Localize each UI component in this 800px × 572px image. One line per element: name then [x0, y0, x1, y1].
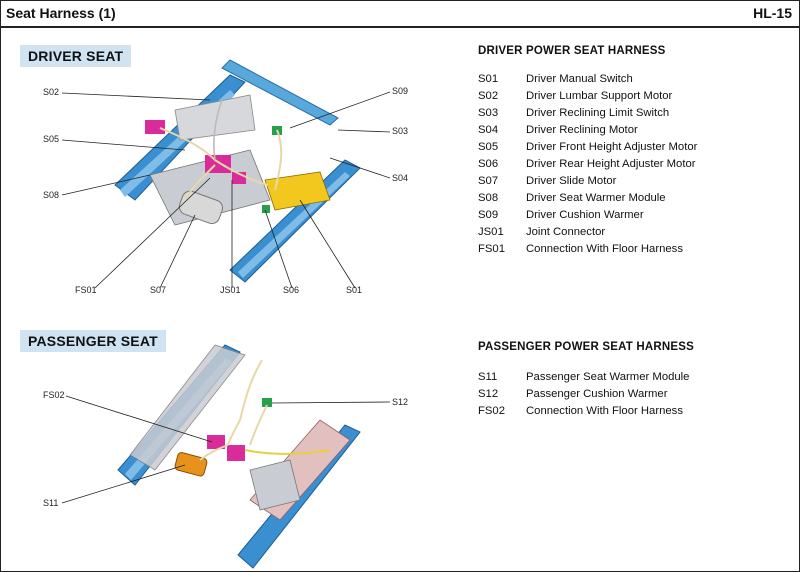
legend-desc: Driver Cushion Warmer	[526, 209, 644, 221]
legend-code: S11	[478, 371, 498, 383]
passenger-callout-lines	[61, 395, 391, 504]
legend-desc: Passenger Seat Warmer Module	[526, 371, 690, 383]
legend-code: FS02	[478, 405, 506, 417]
legend-code: S07	[478, 175, 499, 187]
legend-row: S09 Driver Cushion Warmer	[478, 207, 697, 224]
callout-fs01: FS01	[75, 285, 97, 295]
callout-s06: S06	[283, 285, 300, 295]
legend-code: S06	[478, 158, 499, 170]
legend-desc: Driver Reclining Limit Switch	[526, 107, 670, 119]
legend-desc: Driver Front Height Adjuster Motor	[526, 141, 698, 153]
legend-desc: Joint Connector	[526, 226, 606, 238]
legend-desc: Connection With Floor Harness	[526, 243, 683, 255]
legend-row: S07 Driver Slide Motor	[478, 173, 697, 190]
legend-row: FS01 Connection With Floor Harness	[478, 241, 697, 258]
callout-s03: S03	[392, 126, 409, 136]
passenger-seat-label: PASSENGER SEAT	[20, 330, 166, 352]
callout-js01: JS01	[220, 285, 241, 295]
legend-desc: Driver Lumbar Support Motor	[526, 90, 673, 102]
legend-code: FS01	[478, 243, 506, 255]
legend-row: S02 Driver Lumbar Support Motor	[478, 88, 697, 105]
page-title: Seat Harness (1)	[6, 5, 116, 21]
legend-desc: Driver Slide Motor	[526, 175, 617, 187]
legend-code: S03	[478, 107, 499, 119]
legend-code: S12	[478, 388, 499, 400]
driver-harness-title: DRIVER POWER SEAT HARNESS	[478, 45, 666, 57]
callout-s11: S11	[43, 498, 59, 508]
legend-row: S05 Driver Front Height Adjuster Motor	[478, 139, 697, 156]
callout-s02: S02	[43, 87, 60, 97]
legend-code: S05	[478, 141, 499, 153]
legend-code: S09	[478, 209, 499, 221]
legend-row: S11 Passenger Seat Warmer Module	[478, 369, 689, 386]
callout-s01: S01	[346, 285, 363, 295]
legend-row: FS02 Connection With Floor Harness	[478, 403, 689, 420]
legend-desc: Driver Manual Switch	[526, 73, 633, 85]
legend-code: JS01	[478, 226, 504, 238]
driver-seat-label: DRIVER SEAT	[20, 45, 132, 67]
driver-callout-lines	[61, 91, 391, 289]
callout-s12: S12	[392, 397, 409, 407]
callout-s07: S07	[150, 285, 167, 295]
legend-desc: Driver Seat Warmer Module	[526, 192, 666, 204]
legend-desc: Connection With Floor Harness	[526, 405, 683, 417]
legend-code: S02	[478, 90, 499, 102]
legend-row: S08 Driver Seat Warmer Module	[478, 190, 697, 207]
callout-s08: S08	[43, 190, 60, 200]
legend-code: S08	[478, 192, 499, 204]
legend-desc: Driver Reclining Motor	[526, 124, 638, 136]
callout-s04: S04	[392, 173, 409, 183]
passenger-harness-title: PASSENGER POWER SEAT HARNESS	[478, 341, 695, 353]
passenger-seat-assembly	[117, 344, 361, 569]
legend-row: S01 Driver Manual Switch	[478, 71, 697, 88]
legend-row: S04 Driver Reclining Motor	[478, 122, 697, 139]
callout-s09: S09	[392, 86, 409, 96]
driver-seat-assembly	[114, 59, 361, 283]
legend-row: S12 Passenger Cushion Warmer	[478, 386, 689, 403]
legend-row: S06 Driver Rear Height Adjuster Motor	[478, 156, 697, 173]
legend-desc: Driver Rear Height Adjuster Motor	[526, 158, 696, 170]
page-header: Seat Harness (1) HL-15	[0, 0, 800, 28]
callout-s05: S05	[43, 134, 60, 144]
legend-code: S01	[478, 73, 499, 85]
legend-desc: Passenger Cushion Warmer	[526, 388, 668, 400]
callout-fs02: FS02	[43, 390, 65, 400]
legend-row: JS01 Joint Connector	[478, 224, 697, 241]
legend-code: S04	[478, 124, 499, 136]
page-number: HL-15	[753, 5, 792, 21]
driver-legend: S01 Driver Manual Switch S02 Driver Lumbar…	[478, 71, 697, 258]
legend-row: S03 Driver Reclining Limit Switch	[478, 105, 697, 122]
passenger-legend: S11 Passenger Seat Warmer Module S12 Passe…	[478, 369, 689, 420]
